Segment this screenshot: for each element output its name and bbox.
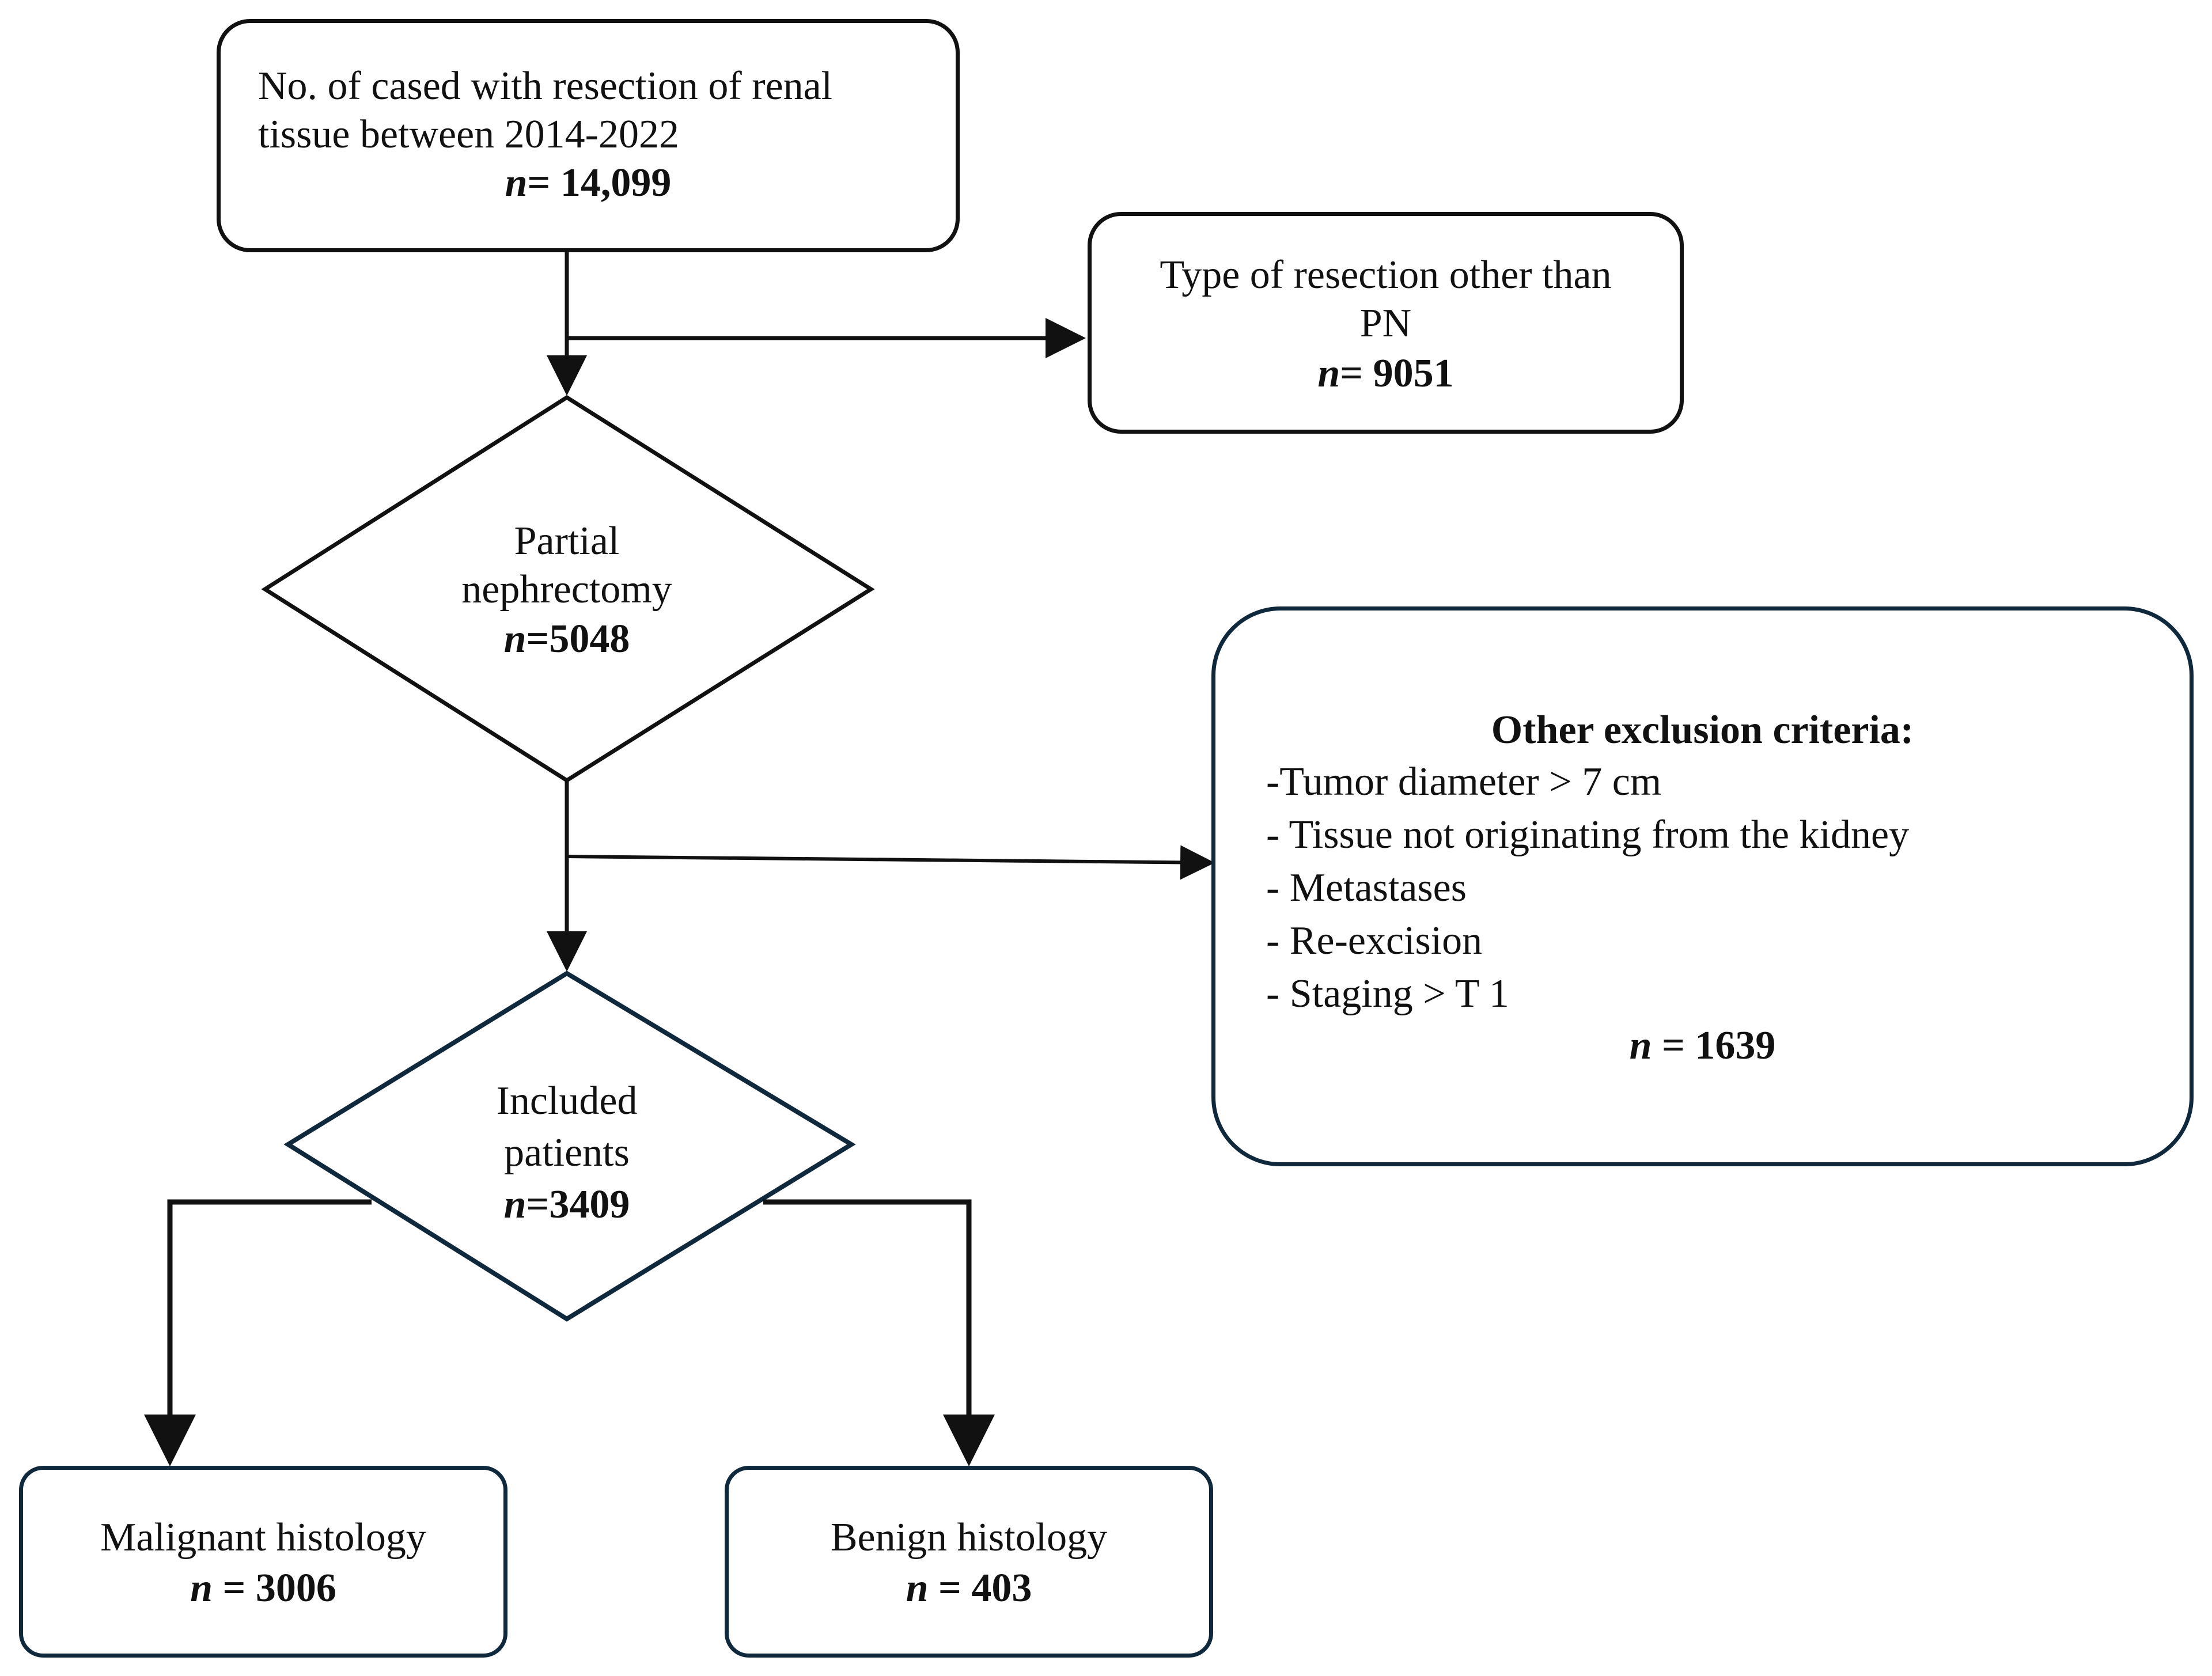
n-value: = 3006 [213, 1566, 336, 1610]
malignant-box [19, 1466, 507, 1658]
exclusion-item: - Re-excision [1266, 919, 1483, 963]
included-patients-line2: patients [504, 1131, 630, 1175]
malignant-label: Malignant histology [100, 1515, 426, 1560]
excluded-resection-line1: Type of resection other than [1160, 253, 1612, 297]
included-patients-count: n=3409 [394, 1181, 740, 1229]
start-box [217, 19, 960, 252]
other-exclusions-title: Other exclusion criteria: [1491, 708, 1914, 752]
n-label: n [190, 1566, 213, 1610]
exclusion-item: - Metastases [1266, 866, 1467, 910]
exclusion-item: - Tissue not originating from the kidney [1266, 813, 1910, 857]
n-label: n [505, 161, 528, 205]
n-label: n [906, 1566, 929, 1610]
excluded-resection-line2: PN [1359, 301, 1412, 346]
connector-to-other-exclusions [566, 845, 1215, 880]
n-value: =5048 [526, 617, 630, 661]
exclusion-item: - Staging > T 1 [1266, 972, 1509, 1016]
excluded-resection-count: n= 9051 [1088, 350, 1684, 398]
start-box-line2: tissue between 2014-2022 [258, 112, 679, 157]
benign-label: Benign histology [830, 1515, 1108, 1560]
included-patients-line1: Included [496, 1079, 638, 1123]
benign-count: n = 403 [725, 1564, 1213, 1613]
n-value: =3409 [526, 1182, 630, 1227]
n-label: n [503, 1182, 527, 1227]
included-patients-diamond [283, 970, 856, 1322]
benign-box [725, 1466, 1213, 1658]
other-exclusions-count: n = 1639 [1211, 1022, 2194, 1070]
exclusion-item: -Tumor diameter > 7 cm [1266, 760, 1662, 804]
start-box-count: n= 14,099 [217, 159, 960, 207]
n-label: n [503, 617, 527, 661]
connector-to-benign [763, 1199, 995, 1466]
n-label: n [1629, 1023, 1652, 1068]
n-value: = 14,099 [527, 161, 672, 205]
n-value: = 403 [928, 1566, 1032, 1610]
malignant-count: n = 3006 [19, 1564, 507, 1613]
partial-nephrectomy-line1: Partial [514, 519, 620, 563]
start-box-line1: No. of cased with resection of renal [258, 64, 833, 108]
partial-nephrectomy-count: n=5048 [394, 615, 740, 663]
partial-nephrectomy-line2: nephrectomy [461, 567, 672, 612]
excluded-resection-box [1088, 212, 1684, 434]
connector-to-malignant [144, 1199, 372, 1466]
n-value: = 9051 [1340, 351, 1454, 396]
n-label: n [1317, 351, 1340, 396]
other-exclusions-box [1211, 606, 2194, 1166]
n-value: = 1639 [1652, 1023, 1776, 1068]
